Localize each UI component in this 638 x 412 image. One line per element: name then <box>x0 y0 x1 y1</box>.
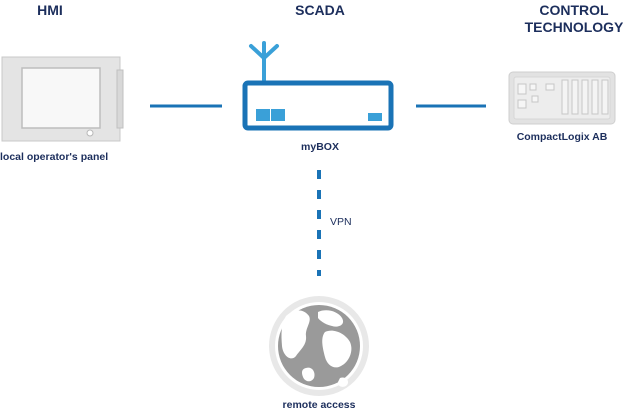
remote-access-label: remote access <box>282 399 356 411</box>
control-technology-heading: CONTROL TECHNOLOGY <box>510 2 638 36</box>
hmi-heading: HMI <box>37 2 63 18</box>
control-heading-line1: CONTROL <box>539 2 609 18</box>
control-heading-line2: TECHNOLOGY <box>524 19 624 35</box>
plc-icon <box>508 71 616 125</box>
plc-label: CompactLogix AB <box>516 131 608 143</box>
router-label: myBOX <box>301 141 339 153</box>
antenna-icon <box>249 41 279 82</box>
globe-icon <box>269 296 369 396</box>
router-icon <box>242 41 394 131</box>
operator-panel-icon <box>1 56 124 142</box>
vpn-label: VPN <box>330 216 352 228</box>
operator-panel-label: local operator's panel <box>0 151 109 163</box>
scada-heading: SCADA <box>295 2 345 18</box>
